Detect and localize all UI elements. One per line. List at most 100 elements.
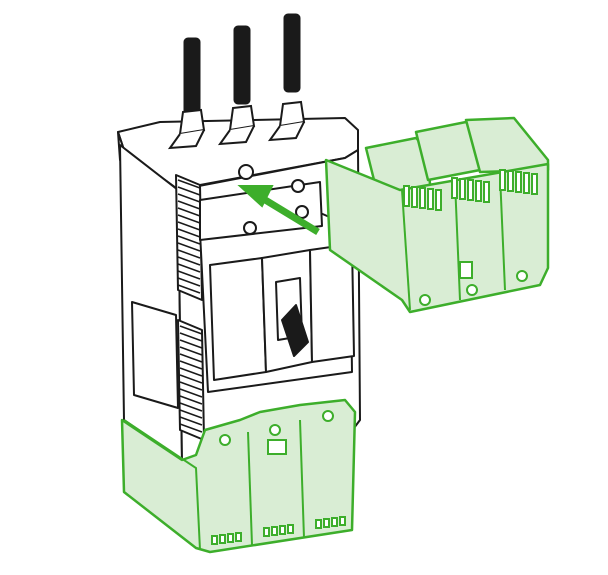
breaker-rib (177, 221, 201, 231)
breaker-rib (177, 179, 201, 189)
bottom-shield-divider (299, 419, 305, 539)
breaker-rib (177, 235, 201, 245)
bottom-shield-tooth (263, 527, 270, 537)
top-shield-hole (466, 284, 478, 296)
breaker-rib (177, 249, 201, 259)
top-shield-tooth (475, 180, 482, 202)
breaker-rib (179, 353, 203, 363)
bottom-shield-hole (219, 434, 231, 446)
top-shield-fin-3 (464, 116, 550, 174)
top-shield-tooth (403, 185, 410, 207)
breaker-side-panel (131, 301, 179, 409)
breaker-rib-strip-lower (177, 319, 205, 441)
bottom-shield-tooth (339, 516, 346, 526)
bottom-shield-hole (269, 424, 281, 436)
breaker-rib (179, 416, 203, 426)
breaker-rib (179, 367, 203, 377)
front-screws (238, 164, 309, 235)
terminal-screw-icon (243, 221, 257, 235)
breaker-rib (179, 339, 203, 349)
top-shield-tooth (459, 178, 466, 200)
top-shield-tooth (419, 187, 426, 209)
top-shield-tooth (411, 186, 418, 208)
terminal-screw-icon (238, 164, 254, 180)
cable-icon (167, 37, 206, 150)
bottom-terminal-shield (120, 398, 357, 554)
top-shield-divider (499, 174, 506, 291)
bottom-shield-edge (123, 419, 201, 551)
breaker-rib (179, 332, 203, 342)
top-shield-hole (516, 270, 528, 282)
breaker-rib (179, 395, 203, 405)
breaker-rib (179, 374, 203, 384)
breaker-rib (177, 186, 201, 196)
top-shield-tooth (427, 188, 434, 210)
insert-arrow-icon (237, 185, 320, 235)
top-shield-tooth (483, 181, 490, 203)
cable-icon (217, 25, 256, 146)
bottom-shield-teeth (211, 516, 346, 545)
breaker-rib (179, 423, 203, 433)
breaker-rib (179, 346, 203, 356)
terminal-screw-icon (291, 179, 305, 193)
bottom-shield-tooth (331, 517, 338, 527)
top-shield-tooth (435, 189, 442, 211)
top-shield-latch-icon (459, 261, 473, 279)
bottom-shield-hole (322, 410, 334, 422)
top-shield-tooth (451, 177, 458, 199)
breaker-rib (179, 409, 203, 419)
bottom-shield-tooth (271, 526, 278, 536)
top-shield-tooth (531, 173, 538, 195)
bottom-shield-body (120, 398, 357, 554)
terminal-screw-icon (295, 205, 309, 219)
breaker-rib (179, 325, 203, 335)
top-shield-main-panel (324, 158, 550, 314)
breaker-ribs (177, 179, 203, 433)
breaker-rib (179, 381, 203, 391)
top-shield-tooth (507, 170, 514, 192)
breaker-rib (177, 242, 201, 252)
breaker-rib (177, 263, 201, 273)
top-shield-tooth (523, 172, 530, 194)
breaker-rib (179, 388, 203, 398)
breaker-rib (179, 360, 203, 370)
breaker-rib (177, 207, 201, 217)
breaker-front-shelf (199, 181, 323, 241)
breaker-rib (177, 214, 201, 224)
bottom-shield-tooth (279, 525, 286, 535)
bottom-shield-tooth (287, 524, 294, 534)
bottom-shield-latch-icon (267, 439, 287, 455)
breaker-rib (177, 284, 201, 294)
bottom-shield-tooth (323, 518, 330, 528)
top-shield-teeth (403, 169, 538, 211)
top-shield-tooth (467, 179, 474, 201)
cables (167, 13, 306, 150)
bottom-shield-tooth (315, 519, 322, 529)
top-shield-hole (419, 294, 431, 306)
bottom-shield-tooth (235, 532, 242, 542)
bottom-shield-divider (247, 431, 253, 546)
breaker-rib (179, 402, 203, 412)
breaker-left-side (119, 144, 183, 461)
bottom-shield-tooth (211, 535, 218, 545)
operating-handle-icon (281, 304, 309, 357)
top-shield-divider (454, 181, 461, 301)
top-shield-edge (401, 189, 411, 311)
breaker-rib-strip-upper (175, 174, 203, 301)
breaker-rib (177, 193, 201, 203)
breaker-rib (177, 200, 201, 210)
top-shield-tooth (515, 171, 522, 193)
bottom-shield-tooth (219, 534, 226, 544)
breaker-rib (177, 228, 201, 238)
breaker-rib (177, 270, 201, 280)
bottom-shield-tooth (227, 533, 234, 543)
top-terminal-shield (324, 116, 550, 314)
cable-icon (267, 13, 306, 142)
handle-left-cover (209, 257, 267, 381)
top-shield-tooth (499, 169, 506, 191)
operating-handle-module (209, 243, 355, 381)
breaker-rib (177, 277, 201, 287)
breaker-rib (177, 256, 201, 266)
